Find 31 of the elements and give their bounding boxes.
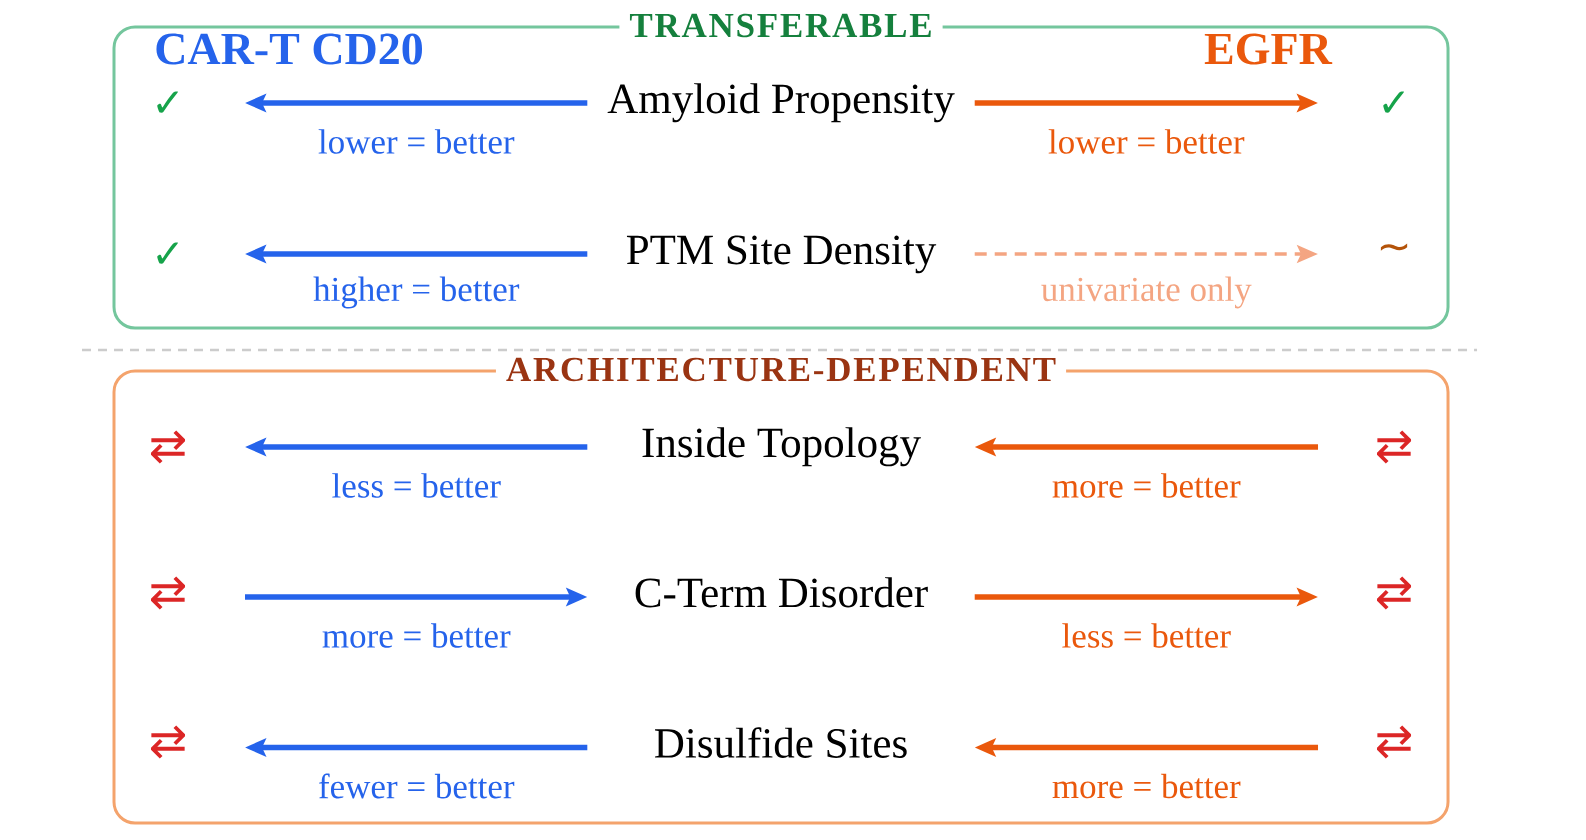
check-mark: ✓ bbox=[1383, 91, 1404, 113]
swap-arrows-sign: ⇄ bbox=[1377, 725, 1412, 759]
edge-label: less = better bbox=[1062, 623, 1231, 648]
column-heading: CAR-T CD20 bbox=[156, 33, 422, 65]
edge-label: univariate only bbox=[1041, 276, 1252, 309]
section-panel bbox=[112, 11, 1450, 330]
edge-label: less = better bbox=[332, 473, 501, 498]
check-mark: ✓ bbox=[157, 91, 178, 113]
swap-arrows-sign: ⇄ bbox=[1377, 576, 1412, 610]
column-heading: EGFR bbox=[1204, 33, 1333, 65]
swap-arrows-sign: ⇄ bbox=[150, 725, 185, 759]
edge-label: fewer = better bbox=[319, 773, 515, 799]
edge-label: lower = better bbox=[318, 129, 515, 154]
edge-label: lower = better bbox=[1048, 129, 1245, 154]
section-panel bbox=[112, 355, 1450, 825]
property-name: Amyloid Propensity bbox=[607, 83, 955, 123]
edge-label: higher = better bbox=[313, 276, 520, 309]
edge-label: more = better bbox=[322, 623, 511, 648]
edge-label: more = better bbox=[1052, 773, 1241, 799]
swap-arrows-sign: ⇄ bbox=[150, 430, 185, 464]
property-name: C-Term Disorder bbox=[635, 577, 928, 608]
check-mark: ✓ bbox=[157, 242, 178, 264]
property-name: Inside Topology bbox=[642, 427, 921, 467]
property-name: Disulfide Sites bbox=[655, 727, 907, 758]
section-heading: TRANSFERABLE bbox=[619, 11, 943, 40]
property-name: PTM Site Density bbox=[626, 235, 937, 274]
swap-arrows-sign: ⇄ bbox=[1377, 430, 1412, 464]
section-heading: ARCHITECTURE-DEPENDENT bbox=[495, 355, 1067, 384]
tilde-sign: ∼ bbox=[1380, 243, 1408, 251]
swap-arrows-sign: ⇄ bbox=[150, 576, 185, 610]
edge-label: more = better bbox=[1052, 473, 1241, 498]
